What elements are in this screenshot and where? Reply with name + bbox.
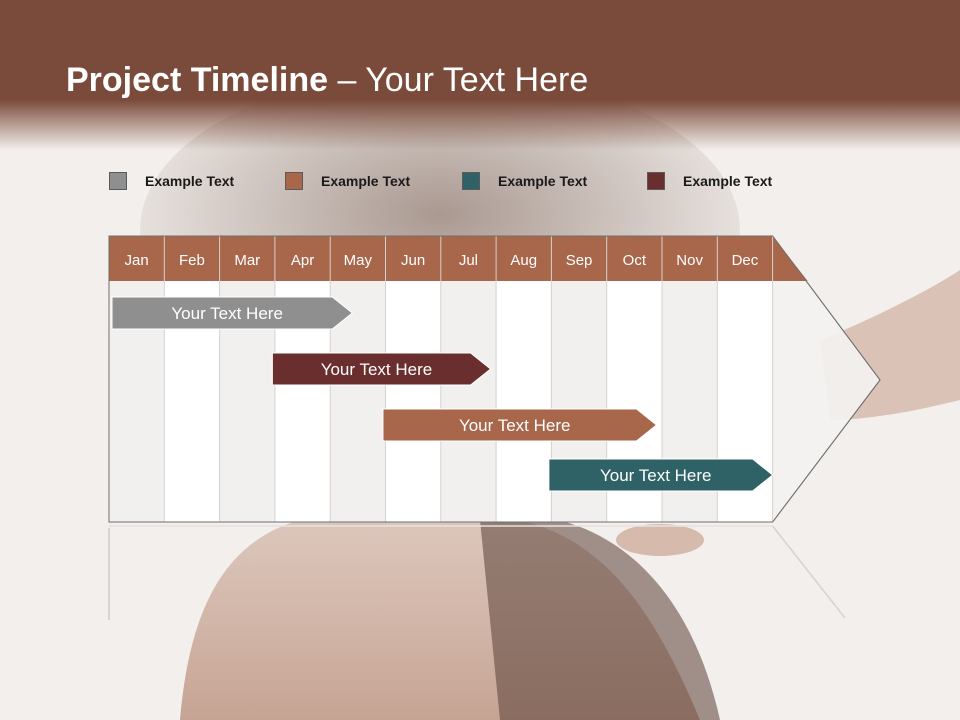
- legend-item: Example Text: [109, 170, 234, 192]
- legend-swatch-brown: [285, 172, 303, 190]
- slide-title: Project Timeline – Your Text Here: [66, 58, 588, 102]
- month-label: Aug: [510, 252, 537, 269]
- legend-label: Example Text: [321, 173, 411, 189]
- legend-swatch-teal: [462, 172, 480, 190]
- task-bar-label: Your Text Here: [600, 466, 712, 485]
- month-label: Feb: [179, 252, 205, 269]
- title-bold: Project Timeline: [66, 61, 329, 99]
- month-label: May: [344, 252, 373, 269]
- title-regular: – Your Text Here: [328, 61, 589, 99]
- month-label: Sep: [566, 252, 593, 269]
- task-bar: [548, 458, 774, 492]
- month-column: [385, 281, 441, 522]
- legend-label: Example Text: [145, 173, 235, 189]
- legend-item: Example Text: [462, 170, 587, 192]
- month-label: Jan: [125, 252, 149, 269]
- legend-item: Example Text: [647, 170, 772, 192]
- month-label: Jul: [459, 252, 478, 269]
- legend-item: Example Text: [285, 170, 410, 192]
- legend-swatch-maroon: [647, 172, 665, 190]
- header-band: [0, 0, 960, 150]
- task-bar-label: Your Text Here: [321, 360, 433, 379]
- month-header-band: [109, 236, 808, 281]
- month-column: [496, 281, 552, 522]
- legend-swatch-gray: [109, 172, 127, 190]
- month-label: Jun: [401, 252, 425, 269]
- month-label: Nov: [676, 252, 703, 269]
- legend-label: Example Text: [683, 173, 773, 189]
- month-label: Oct: [623, 252, 647, 269]
- month-label: Mar: [234, 252, 260, 269]
- task-bar: [382, 408, 658, 442]
- task-bar: [271, 352, 492, 386]
- task-bar-label: Your Text Here: [171, 304, 283, 323]
- legend-label: Example Text: [498, 173, 588, 189]
- month-column: [440, 281, 497, 522]
- task-bar: [111, 296, 354, 330]
- month-label: Dec: [732, 252, 759, 269]
- timeline-arrow-outline: [108, 235, 881, 523]
- month-label: Apr: [291, 252, 314, 269]
- reflection-line-diagonal: [772, 525, 846, 619]
- task-bar-label: Your Text Here: [459, 416, 571, 435]
